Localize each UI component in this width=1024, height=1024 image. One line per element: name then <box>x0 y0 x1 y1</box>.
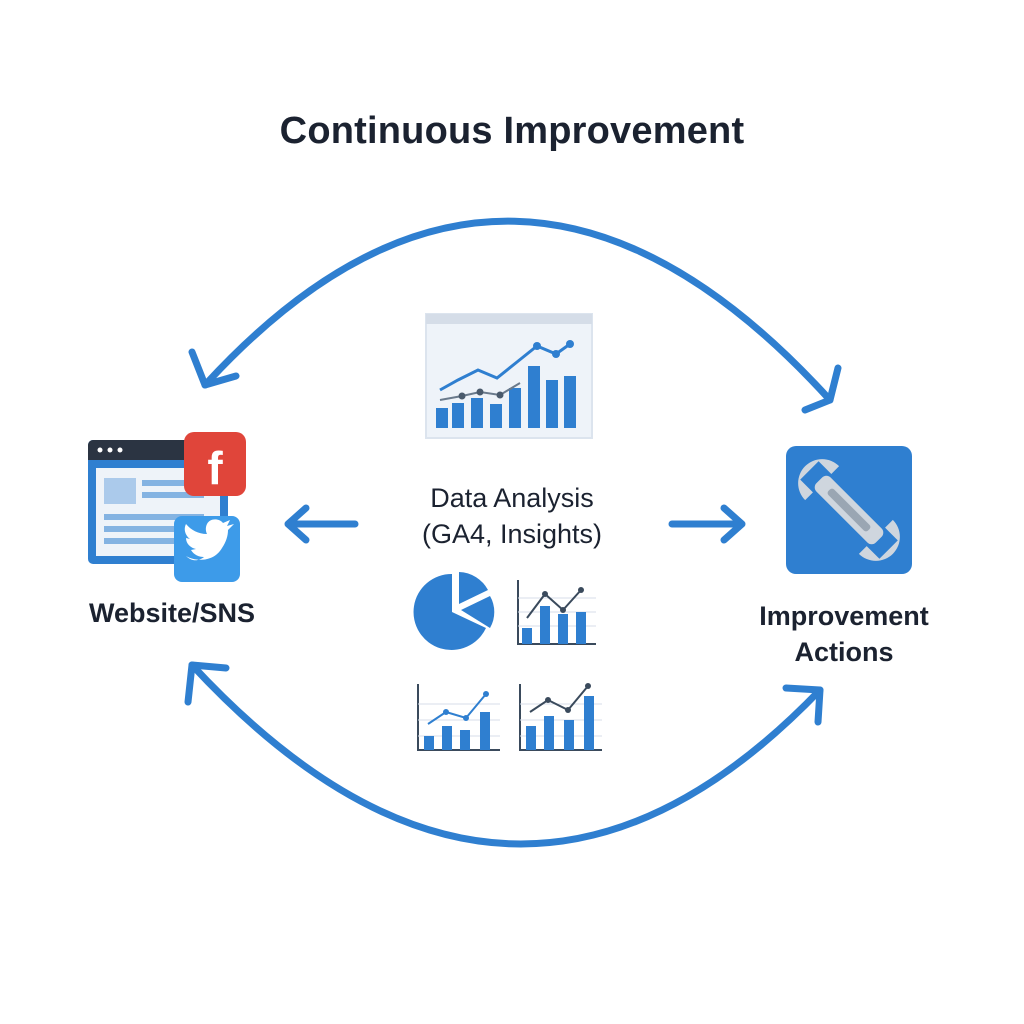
bottom-arc-right-head <box>782 684 824 726</box>
website-sns-label: Website/SNS <box>88 598 256 628</box>
svg-text:f: f <box>207 442 223 494</box>
twitter-icon <box>174 516 240 582</box>
analytics-dashboard-icon <box>425 313 593 439</box>
bar-line-chart-icon-2 <box>417 684 500 751</box>
bottom-arc <box>188 661 824 848</box>
top-arc-right-head <box>801 364 842 414</box>
improvement-actions-label-line1: Improvement <box>759 601 929 631</box>
left-arrow <box>284 504 359 544</box>
bar-line-chart-icon-3 <box>519 683 602 751</box>
cycle-arrows <box>184 217 842 848</box>
facebook-icon: f <box>184 432 246 496</box>
bottom-arc-left-head <box>184 661 230 706</box>
top-arc <box>201 217 834 404</box>
right-arrow <box>668 504 746 544</box>
improvement-actions-label-line2: Actions <box>794 637 894 667</box>
pie-chart-icon <box>413 572 495 650</box>
diagram-title: Continuous Improvement <box>279 110 745 152</box>
bar-line-chart-icon <box>517 580 596 645</box>
top-arc-left-head <box>188 348 240 389</box>
data-analysis-label-line2: (GA4, Insights) <box>421 519 603 549</box>
data-analysis-label-line1: Data Analysis <box>430 483 594 513</box>
data-analysis-label: Data Analysis (GA4, Insights) <box>362 480 662 552</box>
wrench-icon <box>786 446 912 574</box>
improvement-actions-label: Improvement Actions <box>714 598 974 670</box>
